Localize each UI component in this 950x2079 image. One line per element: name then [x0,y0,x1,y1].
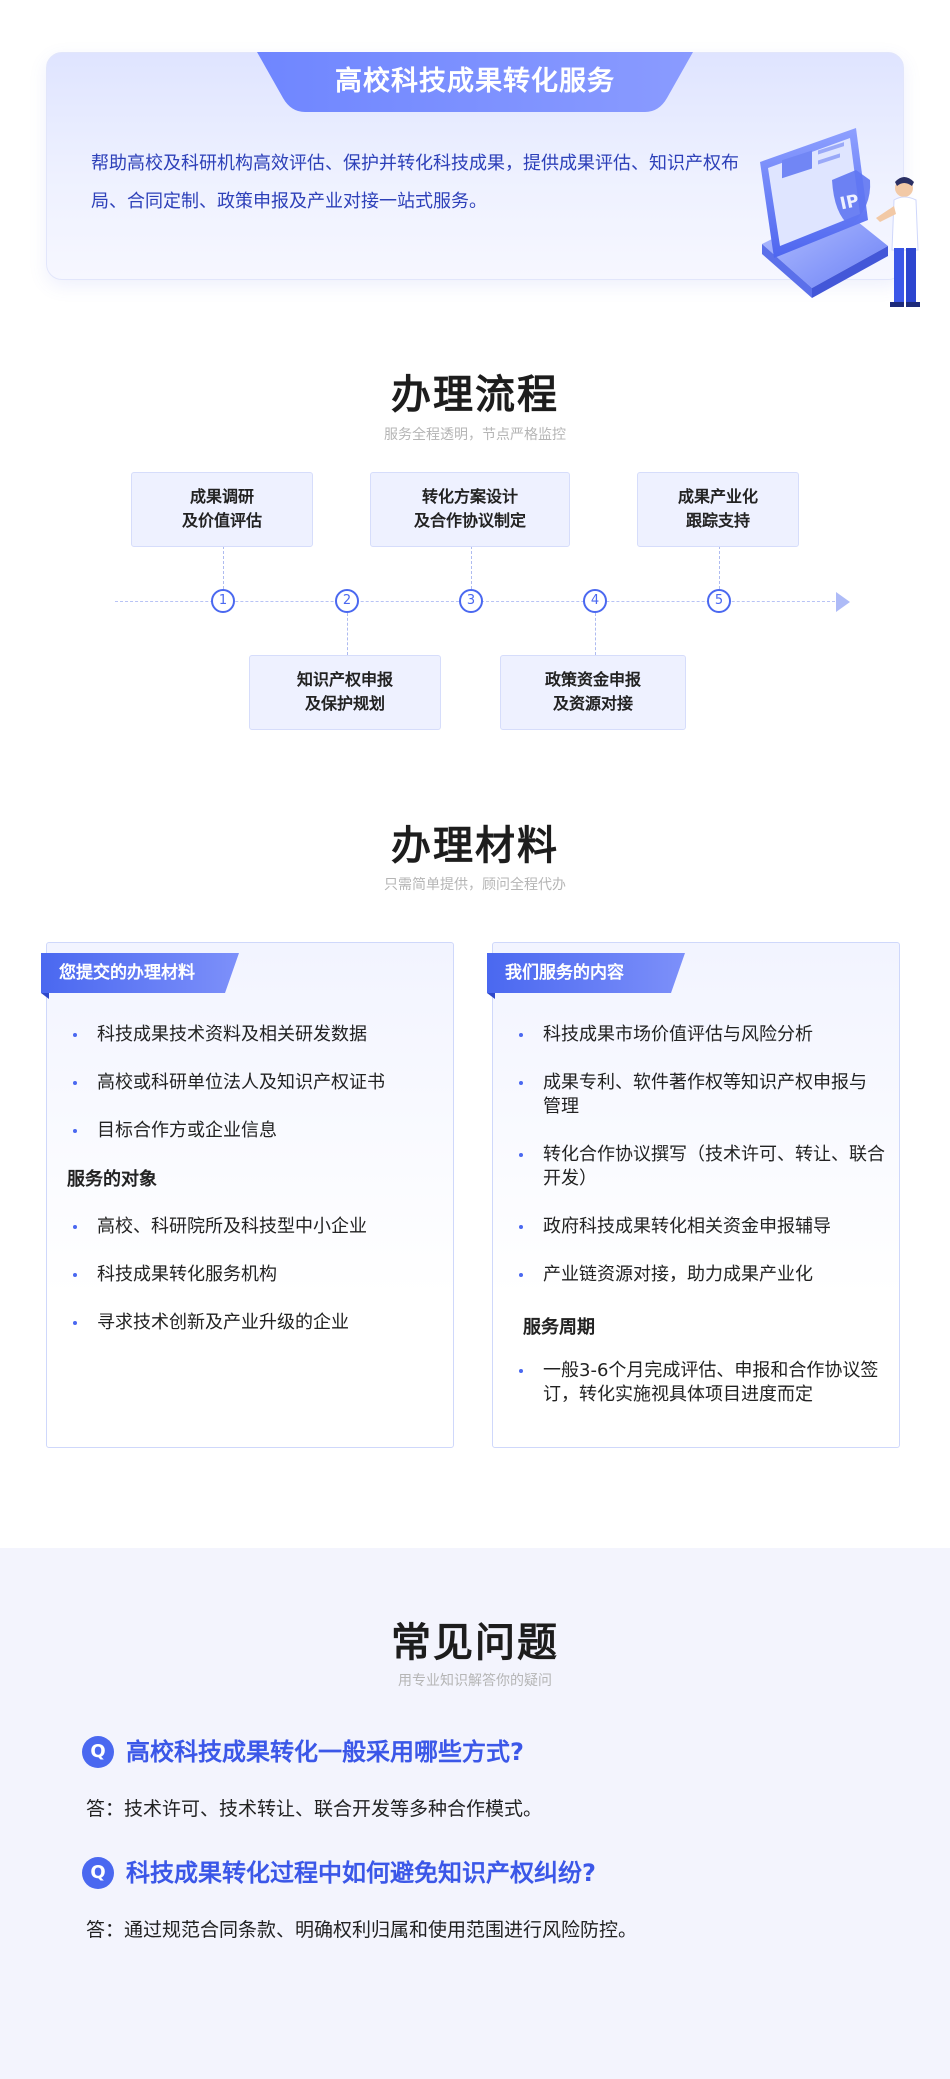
list-item: 高校、科研院所及科技型中小企业 [73,1215,447,1239]
timeline-arrow-icon [836,592,850,612]
faq-section [0,1548,950,2079]
hero-title-tab: 高校科技成果转化服务 [257,52,693,112]
card-subheading: 服务的对象 [67,1169,157,1190]
step-node-5: 5 [707,589,731,613]
faq-answer-2: 答：通过规范合同条款、明确权利归属和使用范围进行风险防控。 [86,1919,638,1941]
connector [595,613,596,655]
step-node-1: 1 [211,589,235,613]
step-2-line1: 知识产权申报 [296,670,393,689]
faq-subtitle: 用专业知识解答你的疑问 [398,1673,552,1689]
list-item: 一般3-6个月完成评估、申报和合作协议签订，转化实施视具体项目进度而定 [519,1359,899,1407]
list-item: 成果专利、软件著作权等知识产权申报与管理 [519,1071,873,1119]
step-node-4: 4 [583,589,607,613]
connector [471,546,472,589]
card-tag: 您提交的办理材料 [41,953,241,999]
submitted-materials-card: 您提交的办理材料 科技成果技术资料及相关研发数据 高校或科研单位法人及知识产权证… [41,942,454,1448]
card-tag-label: 您提交的办理材料 [59,963,195,983]
card-tag-label: 我们服务的内容 [505,963,624,983]
connector [719,546,720,589]
step-node-2: 2 [335,589,359,613]
step-2-line2: 及保护规划 [304,694,385,713]
card-subheading: 服务周期 [523,1317,595,1338]
step-box-1: 成果调研 及价值评估 [131,472,313,547]
question-text: 科技成果转化过程中如何避免知识产权纠纷? [126,1859,596,1887]
list-item: 产业链资源对接，助力成果产业化 [519,1263,893,1287]
question-badge-icon: Q [82,1857,114,1889]
question-text: 高校科技成果转化一般采用哪些方式? [126,1738,524,1766]
process-subtitle: 服务全程透明，节点严格监控 [384,427,566,443]
step-1-line1: 成果调研 [189,487,254,506]
connector [347,613,348,655]
list-item: 高校或科研单位法人及知识产权证书 [73,1071,447,1095]
materials-subtitle: 只需简单提供，顾问全程代办 [384,877,566,893]
list-item: 科技成果技术资料及相关研发数据 [73,1023,447,1047]
list-item: 科技成果市场价值评估与风险分析 [519,1023,893,1047]
list-item: 转化合作协议撰写（技术许可、转让、联合开发） [519,1143,888,1191]
faq-title: 常见问题 [391,1620,559,1666]
materials-title: 办理材料 [391,823,559,869]
list-item: 目标合作方或企业信息 [73,1119,447,1143]
card-tag: 我们服务的内容 [487,953,687,999]
step-4-line2: 及资源对接 [552,694,633,713]
step-box-4: 政策资金申报 及资源对接 [500,655,686,730]
step-3-line2: 及合作协议制定 [413,511,526,530]
svg-text:IP: IP [838,191,861,214]
hero-title: 高校科技成果转化服务 [335,66,615,97]
service-content-card: 我们服务的内容 科技成果市场价值评估与风险分析 成果专利、软件著作权等知识产权申… [487,942,900,1448]
step-4-line1: 政策资金申报 [544,670,641,689]
step-box-5: 成果产业化 跟踪支持 [637,472,799,547]
list-item: 寻求技术创新及产业升级的企业 [73,1311,447,1335]
question-badge-icon: Q [82,1736,114,1768]
step-box-3: 转化方案设计 及合作协议制定 [370,472,570,547]
step-box-2: 知识产权申报 及保护规划 [249,655,441,730]
list-item: 政府科技成果转化相关资金申报辅导 [519,1215,893,1239]
ip-protection-illustration-icon: IP [760,128,920,307]
list-item: 科技成果转化服务机构 [73,1263,447,1287]
step-5-line1: 成果产业化 [677,487,758,506]
step-1-line2: 及价值评估 [181,511,262,530]
faq-answer-1: 答：技术许可、技术转让、联合开发等多种合作模式。 [86,1798,543,1820]
step-3-line1: 转化方案设计 [421,487,518,506]
hero-description: 帮助高校及科研机构高效评估、保护并转化科技成果，提供成果评估、知识产权布局、合同… [91,153,739,212]
process-title: 办理流程 [391,372,559,418]
step-5-line2: 跟踪支持 [685,511,750,530]
step-node-3: 3 [459,589,483,613]
connector [223,546,224,589]
